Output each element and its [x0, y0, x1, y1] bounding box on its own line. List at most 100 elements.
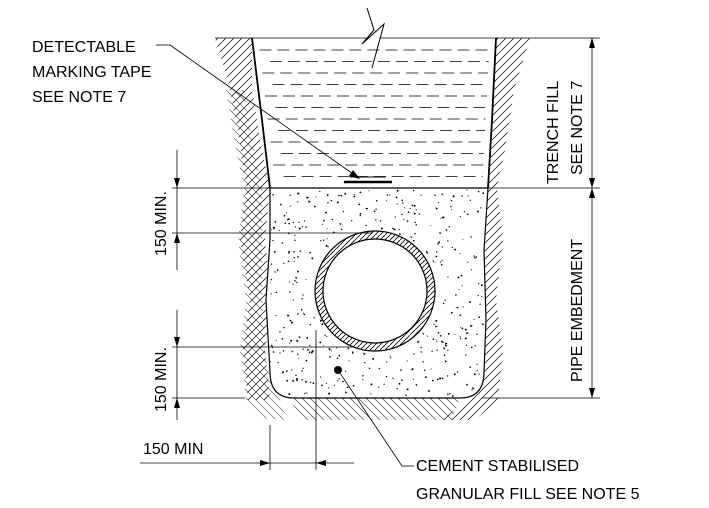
- speckle-chip: [413, 212, 417, 216]
- speckle-chip: [439, 261, 442, 263]
- speckle-dot: [293, 261, 295, 263]
- speckle-dot: [309, 323, 312, 326]
- speckle-dot: [434, 194, 436, 197]
- speckle-chip: [292, 379, 295, 383]
- speckle-dot: [297, 256, 299, 258]
- speckle-dot: [413, 189, 415, 192]
- speckle-dot: [395, 196, 398, 199]
- speckle-chip: [288, 250, 291, 254]
- speckle-dot: [328, 387, 330, 389]
- speckle-chip: [352, 384, 355, 387]
- speckle-chip: [344, 391, 348, 394]
- speckle-dot: [383, 383, 385, 385]
- speckle-dot: [294, 226, 297, 228]
- speckle-dot: [289, 291, 291, 293]
- speckle-dot: [321, 384, 323, 387]
- speckle-dot: [321, 323, 324, 326]
- speckle-dot: [386, 200, 388, 202]
- speckle-dot: [453, 333, 455, 336]
- speckle-dot: [326, 228, 328, 229]
- speckle-dot: [469, 199, 471, 201]
- speckle-dot: [275, 339, 277, 341]
- speckle-dot: [466, 332, 469, 334]
- speckle-dot: [451, 246, 453, 249]
- speckle-dot: [393, 228, 396, 231]
- speckle-dot: [464, 337, 467, 340]
- speckle-dot: [455, 306, 457, 308]
- speckle-dot: [302, 294, 304, 296]
- speckle-dot: [344, 192, 347, 195]
- speckle-dot: [331, 218, 334, 221]
- speckle-chip: [451, 394, 455, 398]
- speckle-dot: [390, 357, 392, 359]
- speckle-dot: [366, 207, 369, 210]
- speckle-dot: [272, 226, 275, 229]
- speckle-chip: [319, 319, 323, 323]
- speckle-dot: [426, 252, 429, 254]
- speckle-dot: [413, 204, 416, 207]
- speckle-dot: [437, 243, 439, 245]
- speckle-dot: [326, 382, 328, 385]
- speckle-dot: [302, 367, 304, 369]
- speckle-chip: [301, 297, 304, 300]
- speckle-dot: [321, 223, 323, 225]
- dim-bottom-arrow-b: [174, 398, 180, 408]
- soil-bottom: [290, 398, 460, 420]
- speckle-chip: [289, 194, 292, 197]
- speckle-dot: [458, 288, 460, 291]
- speckle-chip: [465, 332, 468, 335]
- speckle-dot: [475, 370, 477, 372]
- speckle-dot: [442, 341, 444, 344]
- speckle-dot: [394, 216, 396, 218]
- dim-embedment-arrow-b: [589, 388, 595, 398]
- speckle-dot: [319, 190, 321, 193]
- speckle-dot: [305, 278, 307, 280]
- speckle-chip: [339, 222, 342, 226]
- speckle-dot: [409, 207, 411, 210]
- speckle-chip: [449, 392, 451, 395]
- speckle-chip: [296, 270, 300, 273]
- speckle-dot: [412, 378, 415, 380]
- speckle-dot: [417, 340, 420, 343]
- speckle-dot: [373, 210, 376, 213]
- speckle-chip: [426, 335, 429, 337]
- speckle-chip: [289, 319, 292, 322]
- speckle-dot: [311, 350, 314, 353]
- speckle-chip: [455, 294, 458, 297]
- speckle-dot: [303, 313, 306, 316]
- speckle-dot: [303, 220, 306, 222]
- speckle-dot: [452, 195, 455, 198]
- speckle-dot: [467, 261, 469, 263]
- speckle-dot: [443, 354, 446, 356]
- speckle-dot: [389, 355, 391, 357]
- speckle-dot: [392, 377, 394, 379]
- speckle-dot: [293, 251, 295, 253]
- speckle-dot: [375, 208, 377, 210]
- speckle-dot: [450, 311, 453, 314]
- speckle-dot: [448, 225, 451, 228]
- soil-left-b: [226, 90, 288, 420]
- speckle-dot: [326, 238, 328, 240]
- speckle-dot: [459, 216, 461, 218]
- speckle-dot: [482, 192, 484, 195]
- speckle-dot: [300, 308, 303, 311]
- speckle-dot: [359, 212, 362, 215]
- speckle-dot: [342, 211, 344, 213]
- speckle-dot: [351, 351, 354, 353]
- speckle-dot: [286, 370, 288, 373]
- speckle-dot: [344, 370, 347, 372]
- speckle-dot: [275, 291, 278, 294]
- speckle-dot: [305, 197, 307, 199]
- speckle-dot: [456, 371, 459, 373]
- speckle-dot: [310, 351, 313, 354]
- speckle-chip: [296, 313, 300, 316]
- speckle-chip: [338, 194, 341, 197]
- speckle-chip: [378, 367, 381, 370]
- speckle-chip: [469, 324, 473, 328]
- tape-label-2: MARKING TAPE: [32, 64, 151, 81]
- speckle-dot: [392, 227, 394, 229]
- speckle-chip: [295, 276, 298, 280]
- speckle-dot: [447, 349, 449, 351]
- speckle-dot: [473, 255, 476, 257]
- speckle-chip: [400, 369, 403, 372]
